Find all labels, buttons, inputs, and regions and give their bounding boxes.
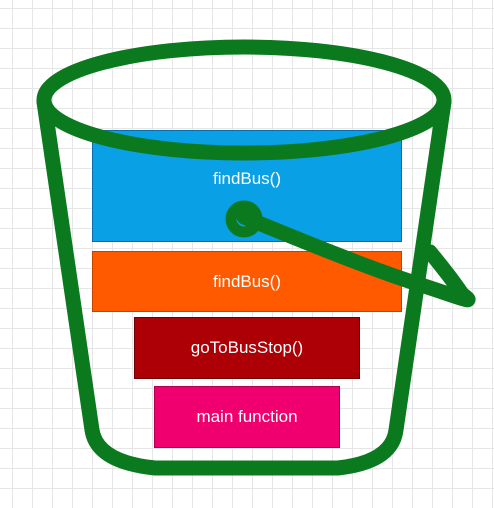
stack-frame-label: main function	[196, 407, 298, 426]
stack-frame-findbus: findBus()	[92, 251, 402, 312]
stack-frame-label: findBus()	[212, 271, 282, 291]
stack-frame-main-function: main function	[154, 386, 340, 448]
stack-frame-findbus-top: findBus()	[92, 130, 402, 242]
stack-frame-gotobusstop: goToBusStop()	[134, 317, 360, 379]
stack-frame-label: findBus()	[212, 169, 282, 188]
stack-frame-label: goToBusStop()	[190, 338, 304, 357]
